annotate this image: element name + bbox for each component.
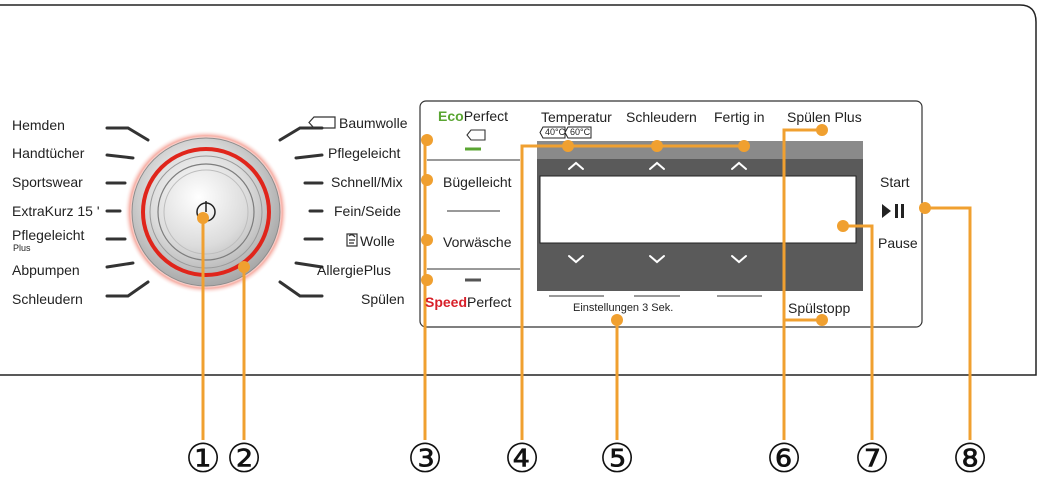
knob-dashes-left	[105, 126, 150, 298]
vorwaesche-button-label[interactable]: Vorwäsche	[443, 234, 512, 250]
program-left-5: Pflegeleicht	[12, 227, 85, 243]
eco-perfect-tag-icon	[466, 129, 486, 141]
program-left-6: Abpumpen	[12, 262, 80, 278]
knob-illuminated-ring	[141, 147, 271, 277]
spin-up-icon[interactable]	[649, 161, 665, 170]
option-dividers	[427, 159, 520, 270]
callout-5: ⑤	[599, 436, 635, 482]
temperature-down-icon[interactable]	[568, 255, 584, 264]
temperature-up-icon[interactable]	[568, 161, 584, 170]
knob-dashes-right	[278, 126, 324, 298]
rinse-plus-label[interactable]: Spülen Plus	[787, 109, 862, 125]
program-right-7: Spülen	[361, 291, 405, 307]
callout-1: ①	[185, 436, 221, 482]
rinse-stop-label[interactable]: Spülstopp	[788, 300, 851, 316]
callout-4: ④	[504, 436, 540, 482]
start-pause-icon[interactable]	[882, 204, 904, 218]
callout-7: ⑦	[854, 436, 890, 482]
settings-hint-label: Einstellungen 3 Sek.	[573, 302, 674, 314]
program-selector-knob[interactable]	[124, 130, 288, 294]
speed-label-part: Speed	[425, 294, 468, 310]
program-left-4: ExtraKurz 15 '	[12, 203, 100, 219]
spin-down-icon[interactable]	[649, 255, 665, 264]
program-left-5-sub: Plus	[13, 243, 31, 253]
pause-label: Pause	[878, 235, 918, 251]
baumwolle-tag-icon	[308, 116, 336, 129]
temperature-label: Temperatur	[541, 109, 612, 125]
program-right-3: Schnell/Mix	[331, 174, 403, 190]
display	[537, 141, 863, 291]
display-panel-frame	[419, 100, 923, 328]
callout-lines	[201, 128, 972, 440]
eco-label-part: Eco	[438, 108, 464, 124]
program-right-5: Wolle	[360, 233, 395, 249]
speed-perfect-button-label[interactable]: SpeedPerfect	[425, 295, 511, 309]
program-left-7: Schleudern	[12, 291, 83, 307]
display-chevrons	[568, 161, 747, 264]
finish-up-icon[interactable]	[731, 161, 747, 170]
speed-perfect-label-part: Perfect	[467, 294, 512, 310]
program-right-1: Baumwolle	[339, 115, 408, 131]
callout-6: ⑥	[766, 436, 802, 482]
panel-outline	[0, 4, 1037, 376]
program-left-3: Sportswear	[12, 174, 83, 190]
spin-label: Schleudern	[626, 109, 697, 125]
start-label: Start	[880, 174, 910, 190]
program-left-2: Handtücher	[12, 145, 85, 161]
program-left-1: Hemden	[12, 117, 65, 133]
temp-40-badge: 40°C	[545, 127, 566, 137]
finish-down-icon[interactable]	[731, 255, 747, 264]
eco-perfect-label-part: Perfect	[463, 108, 509, 124]
finish-in-label: Fertig in	[714, 109, 765, 125]
eco-perfect-button-label[interactable]: EcoPerfect	[438, 109, 508, 123]
display-screen	[539, 175, 857, 244]
callout-8: ⑧	[952, 436, 988, 482]
program-right-2: Pflegeleicht	[328, 145, 401, 161]
callout-3: ③	[407, 436, 443, 482]
buegelleicht-button-label[interactable]: Bügelleicht	[443, 174, 512, 190]
callout-dots	[197, 124, 931, 326]
temp-60-badge: 60°C	[570, 127, 591, 137]
temp-badges	[539, 126, 592, 139]
program-right-4: Fein/Seide	[334, 203, 401, 219]
wolle-hand-icon	[346, 233, 358, 247]
program-right-6: AllergiePlus	[317, 262, 391, 278]
callout-2: ②	[226, 436, 262, 482]
